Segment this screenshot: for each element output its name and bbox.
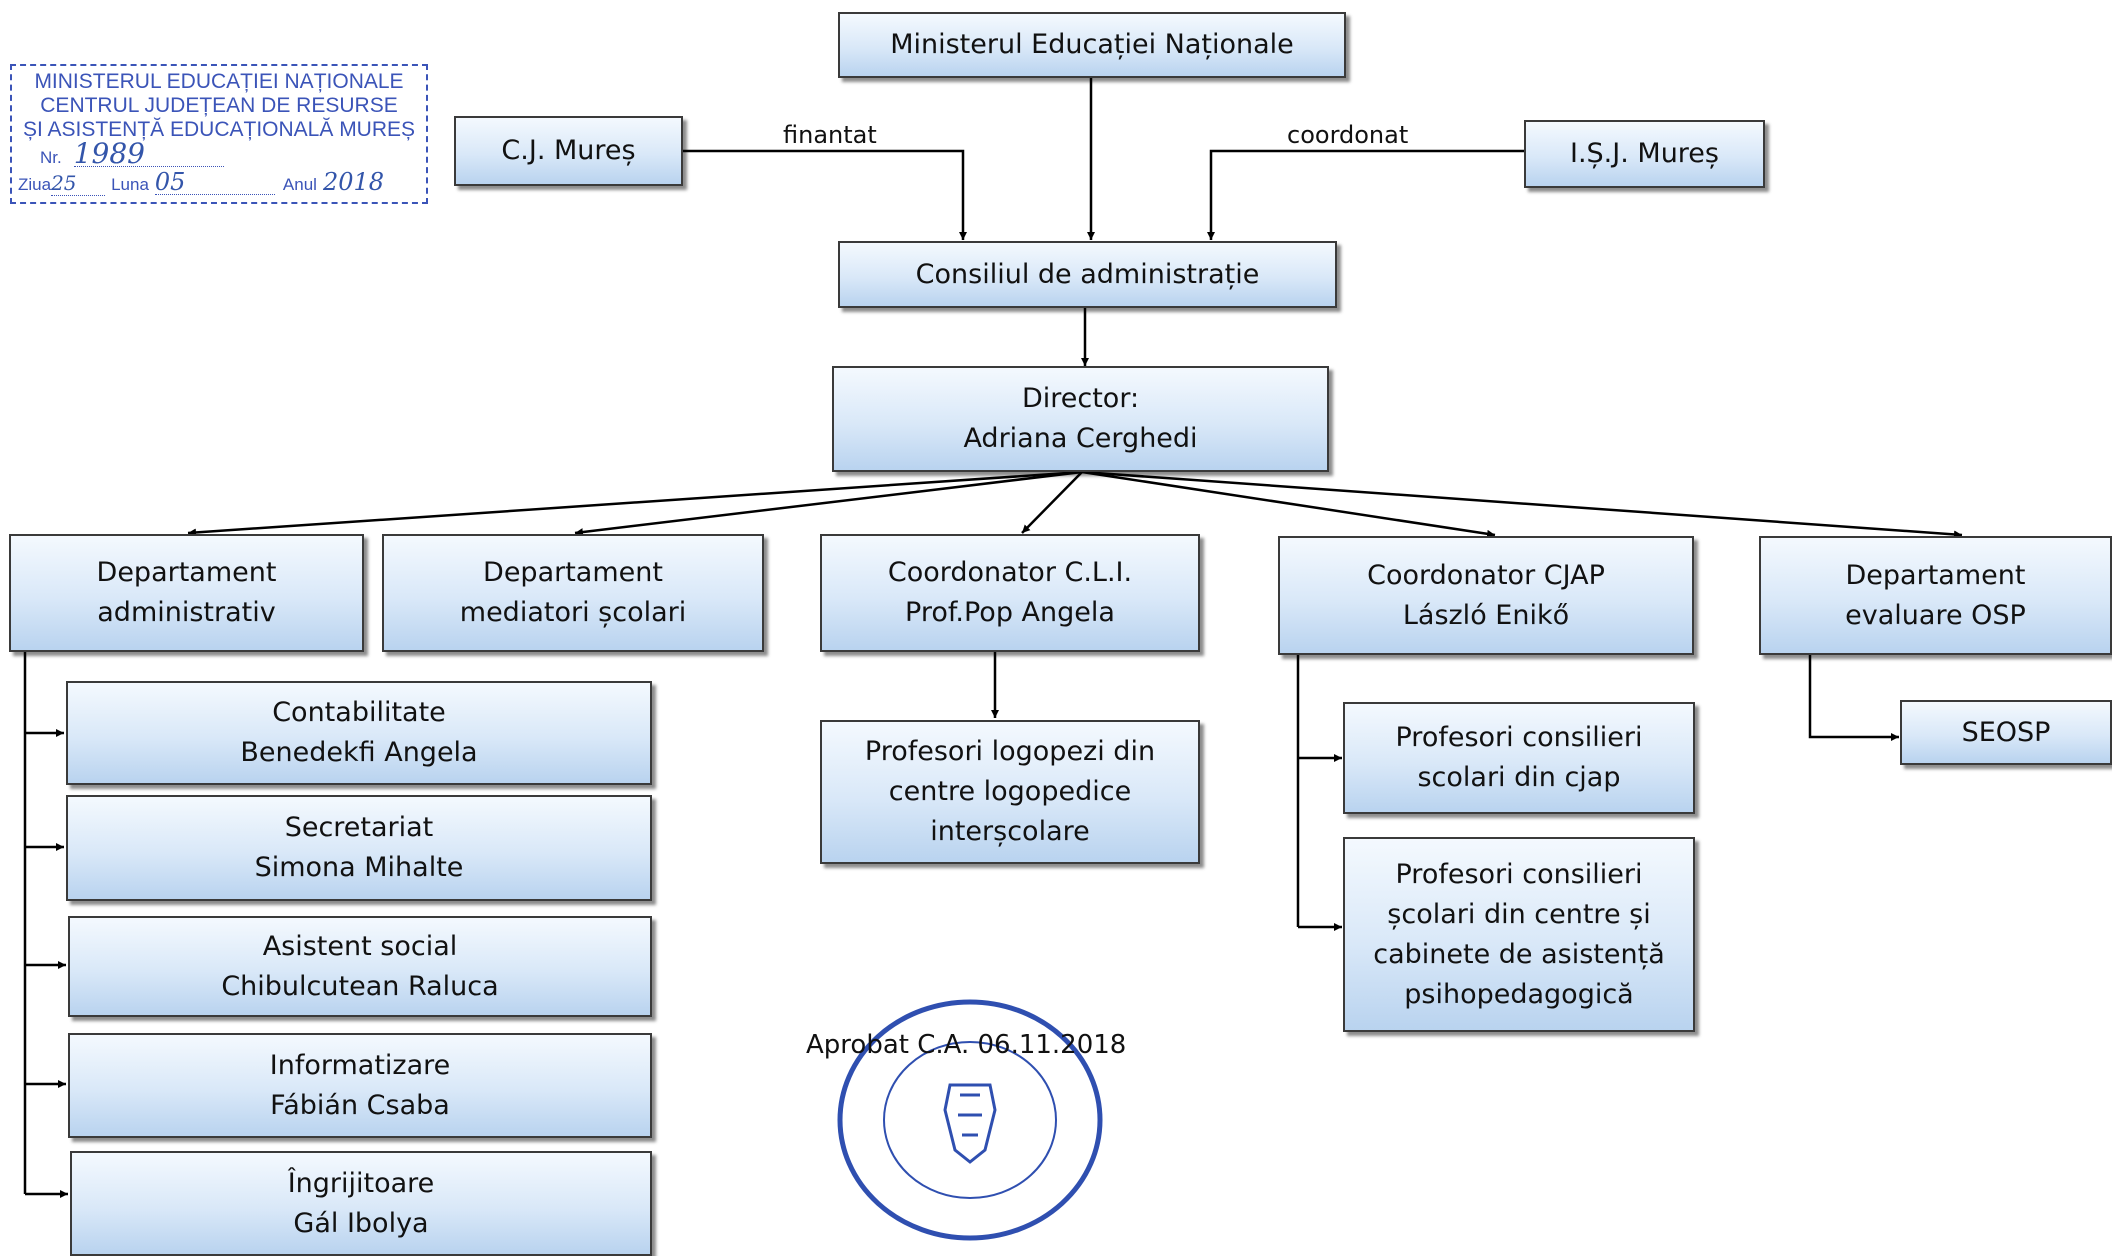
stamp-luna-value: 05	[154, 170, 275, 195]
stamp-line-3: ȘI ASISTENȚĂ EDUCAȚIONALĂ MUREȘ	[22, 118, 416, 141]
node-asistent-social: Asistent social Chibulcutean Raluca	[68, 916, 652, 1017]
registration-stamp: MINISTERUL EDUCAȚIEI NAȚIONALE CENTRUL J…	[10, 64, 428, 204]
stamp-nr-label: Nr.	[40, 148, 62, 167]
node-ingrijitoare: Îngrijitoare Gál Ibolya	[70, 1151, 652, 1256]
node-consilieri-centre: Profesori consilieri școlari din centre …	[1343, 837, 1695, 1032]
edge-label-coordonat: coordonat	[1287, 121, 1409, 149]
node-departament-evaluare-osp: Departament evaluare OSP	[1759, 536, 2112, 655]
node-seosp: SEOSP	[1900, 700, 2112, 765]
stamp-ziua-label: Ziua	[18, 175, 52, 194]
stamp-ziua-value: 25	[51, 171, 106, 196]
node-contabilitate: Contabilitate Benedekfi Angela	[66, 681, 652, 785]
node-minister: Ministerul Educației Naționale	[838, 12, 1346, 78]
node-profesori-logopezi: Profesori logopezi din centre logopedice…	[820, 720, 1200, 864]
node-isj-mures: I.Ș.J. Mureș	[1524, 120, 1765, 188]
node-consiliu-administratie: Consiliul de administrație	[838, 241, 1337, 308]
node-consilieri-cjap: Profesori consilieri scolari din cjap	[1343, 702, 1695, 814]
approval-note: Aprobat C.A. 06.11.2018	[806, 1030, 1127, 1060]
stamp-line-1: MINISTERUL EDUCAȚIEI NAȚIONALE	[34, 70, 404, 93]
stamp-luna-label: Luna	[111, 175, 149, 194]
node-coordonator-cli: Coordonator C.L.I. Prof.Pop Angela	[820, 534, 1200, 652]
stamp-anul-value: 2018	[322, 168, 385, 196]
official-seal	[837, 999, 1103, 1241]
node-informatizare: Informatizare Fábián Csaba	[68, 1033, 652, 1138]
node-coordonator-cjap: Coordonator CJAP László Enikő	[1278, 536, 1694, 655]
edge-label-finantat: finantat	[783, 121, 877, 149]
node-departament-mediatori: Departament mediatori școlari	[382, 534, 764, 652]
node-cj-mures: C.J. Mureș	[454, 116, 683, 186]
node-secretariat: Secretariat Simona Mihalte	[66, 795, 652, 901]
node-departament-administrativ: Departament administrativ	[9, 534, 364, 652]
stamp-anul-label: Anul	[282, 175, 317, 194]
stamp-line-2: CENTRUL JUDEȚEAN DE RESURSE	[40, 94, 398, 117]
stamp-nr-value: 1989	[73, 140, 224, 168]
node-director: Director: Adriana Cerghedi	[832, 366, 1329, 472]
